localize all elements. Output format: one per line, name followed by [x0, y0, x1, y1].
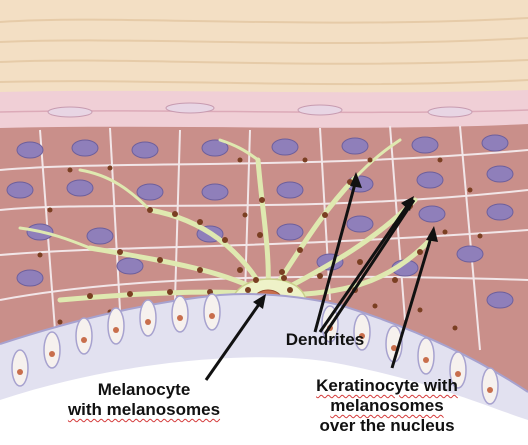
label-melanocyte-line2: with melanosomes	[44, 400, 244, 420]
label-melanocyte: Melanocyte with melanosomes	[44, 380, 244, 420]
label-keratinocyte-line1: Keratinocyte with	[282, 376, 492, 396]
label-dendrites: Dendrites	[250, 330, 400, 350]
label-dendrites-text: Dendrites	[250, 330, 400, 350]
label-keratinocyte-line2: melanosomes	[282, 396, 492, 416]
label-keratinocyte-line3: over the nucleus	[282, 416, 492, 436]
label-melanocyte-line1: Melanocyte	[44, 380, 244, 400]
label-keratinocyte: Keratinocyte with melanosomes over the n…	[282, 376, 492, 436]
stratum-corneum	[0, 0, 528, 100]
